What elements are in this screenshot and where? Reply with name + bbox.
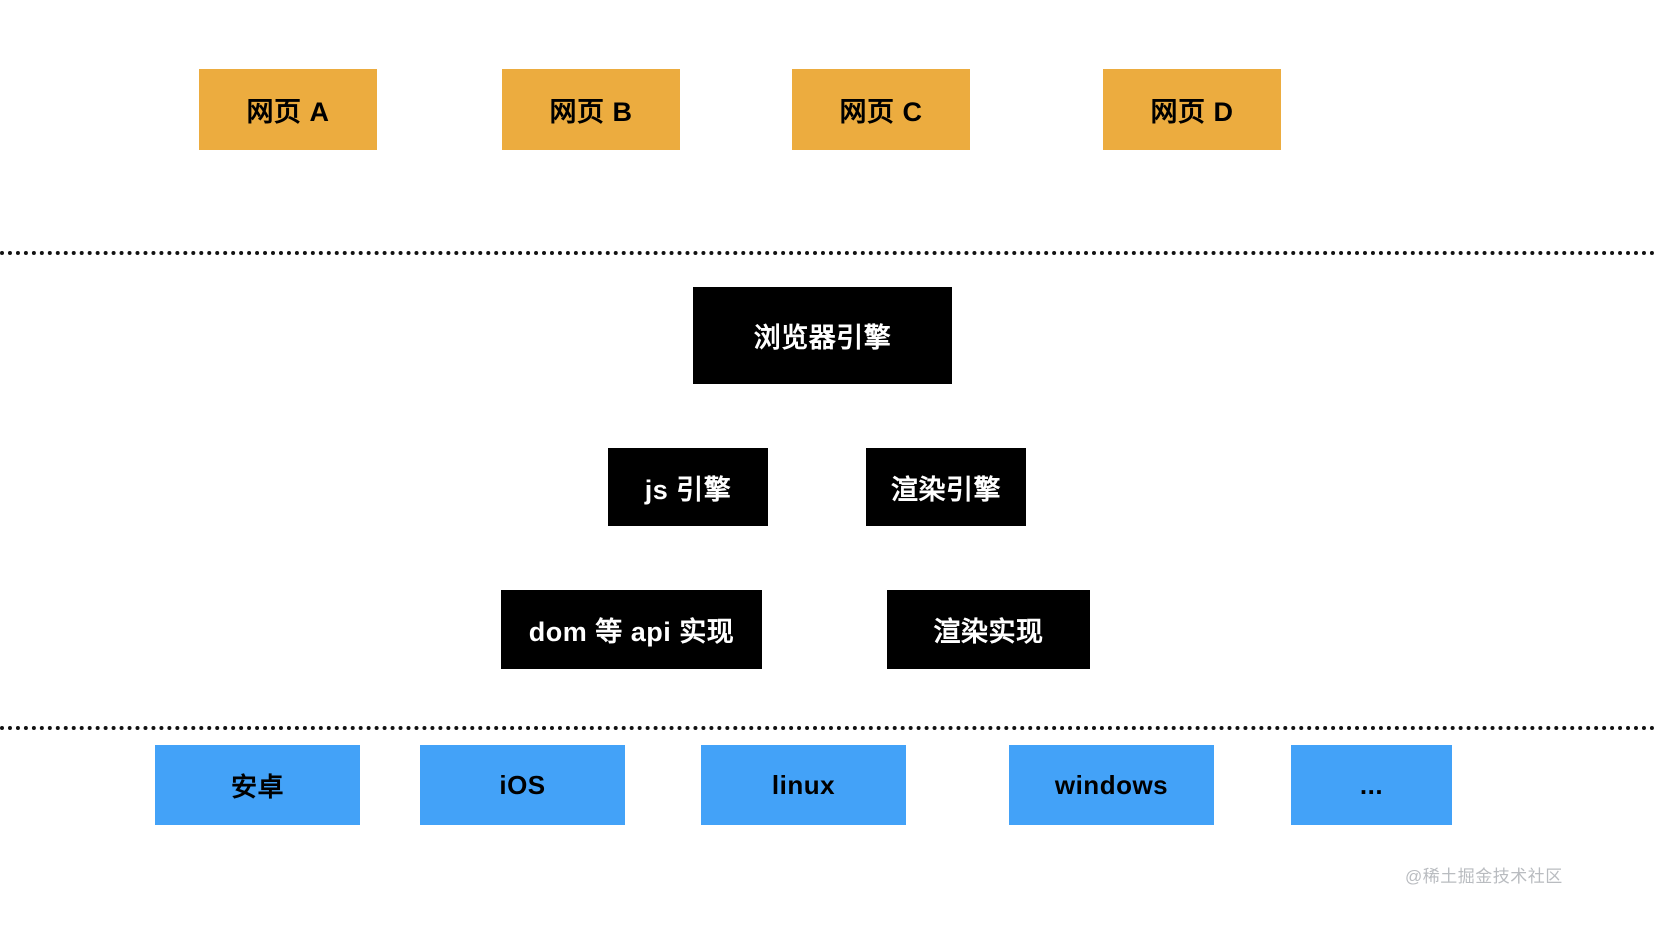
divider-pages-browser <box>0 251 1656 255</box>
watermark-label: @稀土掘金技术社区 <box>1405 867 1563 886</box>
js-engine-box[interactable]: js 引擎 <box>608 448 768 526</box>
os-box-windows[interactable]: windows <box>1009 745 1214 825</box>
os-box-more[interactable]: ... <box>1291 745 1452 825</box>
render-engine-box[interactable]: 渲染引擎 <box>866 448 1026 526</box>
dom-api-impl-box[interactable]: dom 等 api 实现 <box>501 590 762 669</box>
page-box-c[interactable]: 网页 C <box>792 69 970 150</box>
os-box-ios[interactable]: iOS <box>420 745 625 825</box>
os-box-android[interactable]: 安卓 <box>155 745 360 825</box>
page-box-d[interactable]: 网页 D <box>1103 69 1281 150</box>
divider-browser-os <box>0 726 1656 730</box>
page-box-a[interactable]: 网页 A <box>199 69 377 150</box>
render-impl-box[interactable]: 渲染实现 <box>887 590 1090 669</box>
os-box-linux[interactable]: linux <box>701 745 906 825</box>
page-box-b[interactable]: 网页 B <box>502 69 680 150</box>
browser-engine-box[interactable]: 浏览器引擎 <box>693 287 952 384</box>
